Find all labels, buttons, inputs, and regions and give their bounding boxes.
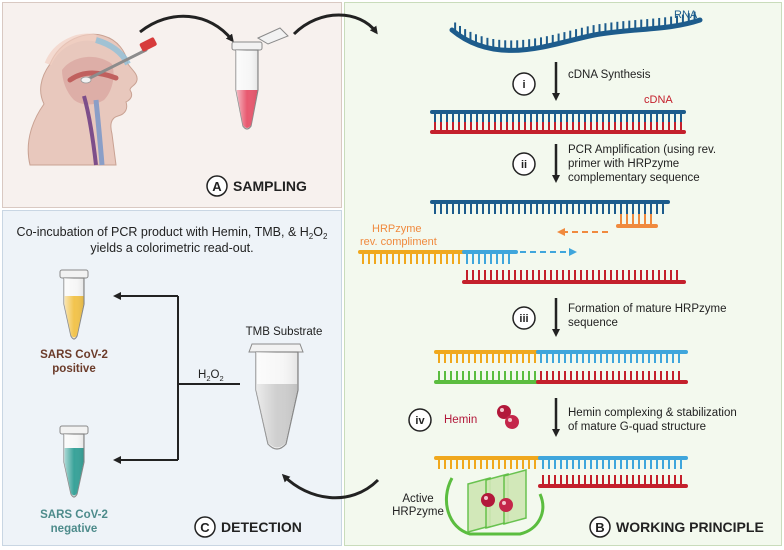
h2o2-label: H2O2 (198, 369, 224, 383)
panel-letter: B (595, 520, 604, 535)
step-text-line1: Formation of mature HRPzyme (568, 303, 727, 315)
panel-title: WORKING PRINCIPLE (616, 519, 764, 535)
negative-label-line1: SARS CoV-2 (40, 509, 108, 521)
step-ii: ii PCR Amplification (using rev. primer … (512, 144, 716, 184)
panel-letter: A (212, 179, 222, 194)
rna-strand-bases (454, 11, 696, 51)
hrpzyme-label-line1: HRPzyme (372, 223, 422, 235)
split-arrows (113, 292, 240, 464)
detection-caption-line2: yields a colorimetric read-out. (90, 241, 253, 255)
arrow-tube-to-rna (292, 13, 378, 36)
hrpzyme-label-line2: rev. compliment (360, 236, 437, 248)
tmb-tube (248, 343, 304, 450)
step-numeral: ii (521, 159, 527, 171)
detection-label: C DETECTION (194, 516, 302, 538)
panel-letter-badge (194, 516, 216, 538)
step-text-line3: complementary sequence (568, 172, 700, 184)
negative-label-line2: negative (51, 523, 98, 535)
step-badge (408, 408, 432, 432)
panel-letter: C (200, 520, 210, 535)
panel-letter-badge (206, 175, 228, 197)
positive-label-line1: SARS CoV-2 (40, 349, 108, 361)
patient-head-illustration (27, 33, 138, 166)
hemin-molecule (497, 405, 519, 429)
sampling-label: A SAMPLING (206, 175, 307, 197)
sample-tube (231, 27, 289, 130)
step-numeral: i (522, 79, 525, 91)
positive-tube (59, 269, 89, 340)
working-principle-label: B WORKING PRINCIPLE (589, 516, 764, 538)
step-numeral: iv (415, 415, 425, 427)
pcr-amplification-strands (358, 200, 686, 284)
panel-title: DETECTION (221, 519, 302, 535)
active-hrpzyme (434, 456, 688, 488)
detection-caption-line1: Co-incubation of PCR product with Hemin,… (17, 225, 328, 241)
step-text-line2: sequence (568, 317, 618, 329)
negative-tube (59, 425, 89, 498)
step-badge (512, 152, 536, 176)
arrow-hrpzyme-to-tmb (281, 473, 380, 500)
step-iv: iv Hemin Hemin complexing & stabilizatio… (408, 398, 737, 437)
step-text-line1: PCR Amplification (using rev. (568, 144, 716, 156)
arrow-swab-to-tube (139, 14, 234, 43)
mature-hrpzyme-duplex (434, 350, 688, 384)
active-hrpzyme-label-line2: HRPzyme (392, 506, 444, 518)
cdna-label: cDNA (644, 94, 673, 106)
hemin-bound-1 (481, 493, 495, 507)
positive-label-line2: positive (52, 363, 95, 375)
step-iii: iii Formation of mature HRPzyme sequence (512, 298, 727, 337)
step-text-line1: Hemin complexing & stabilization (568, 407, 737, 419)
step-text-line2: primer with HRPzyme (568, 158, 679, 170)
step-badge (512, 72, 536, 96)
step-i: i cDNA Synthesis (512, 62, 651, 101)
step-numeral: iii (519, 313, 528, 325)
step-text-line1: cDNA Synthesis (568, 69, 651, 81)
step-badge (512, 306, 536, 330)
rna-label: RNA (674, 9, 698, 21)
active-hrpzyme-label-line1: Active (402, 493, 433, 505)
hemin-bound-2 (499, 498, 513, 512)
panel-title: SAMPLING (233, 178, 307, 194)
cdna-double-strand (430, 110, 686, 134)
g-quadruplex (444, 469, 545, 536)
tmb-substrate-label: TMB Substrate (246, 326, 323, 338)
hemin-label: Hemin (444, 414, 477, 426)
panel-letter-badge (589, 516, 611, 538)
nasal-swab (80, 37, 157, 84)
rna-backbone (449, 17, 703, 53)
step-text-line2: of mature G-quad structure (568, 421, 706, 433)
